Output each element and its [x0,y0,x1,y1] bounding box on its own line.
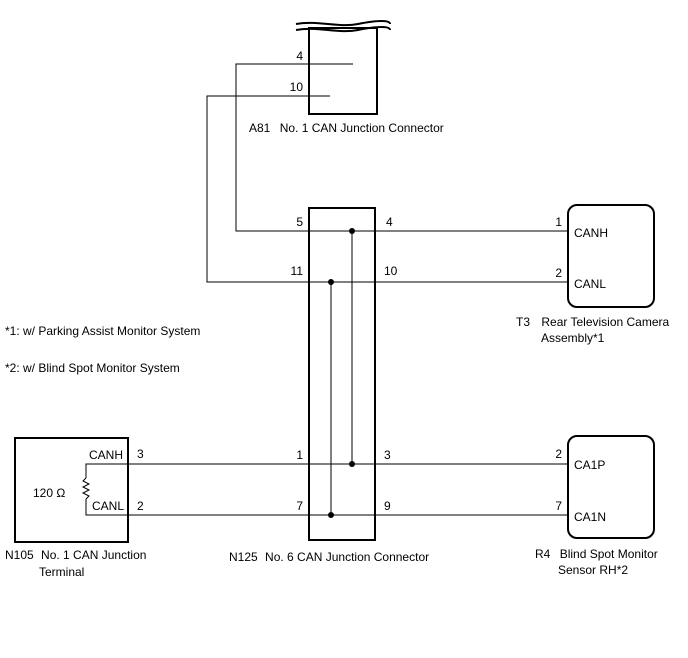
splice-dot [349,461,355,467]
a81-caption: A81 No. 1 CAN Junction Connector [249,121,444,135]
footnotes: *1: w/ Parking Assist Monitor System *2:… [5,324,200,375]
n105-signal: CANL [92,499,124,513]
a81-box [308,27,378,115]
n105-pin-label: 3 [137,447,144,461]
r4-name: Blind Spot Monitor [560,547,658,561]
resistor-icon [81,477,91,500]
t3-signal: CANL [574,277,606,291]
n105-component: CANH CANL 120 Ω 3 2 N105 No. 1 CAN Junct… [5,437,146,579]
wires [128,32,568,516]
n105-pin-label: 2 [137,499,144,513]
a81-name: No. 1 CAN Junction Connector [280,121,444,135]
r4-component: CA1P CA1N 2 7 R4 Blind Spot Monitor Sens… [535,435,658,577]
r4-signal: CA1P [574,458,605,472]
t3-signal: CANH [574,226,608,240]
r4-id: R4 [535,547,551,561]
n125-pin-label: 9 [384,499,391,513]
t3-caption: T3 Rear Television Camera [516,315,670,329]
n125-connector: 5 11 1 7 4 10 3 9 N125 No. 6 CAN Junctio… [229,207,429,564]
n105-box [14,437,129,543]
n105-name-line2: Terminal [39,565,84,579]
wire-a81-10-branch [206,95,309,283]
t3-pin-label: 1 [555,215,562,229]
r4-pin-label: 2 [555,447,562,461]
a81-pin-label: 4 [296,49,303,63]
n125-caption: N125 No. 6 CAN Junction Connector [229,550,429,564]
r4-caption: R4 Blind Spot Monitor [535,547,658,561]
a81-break-mark [295,20,391,27]
n125-pin-label: 5 [296,215,303,229]
r4-name-line2: Sensor RH*2 [558,563,628,577]
n105-caption: N105 No. 1 CAN Junction [5,548,146,562]
n105-name: No. 1 CAN Junction [41,548,146,562]
splice-dot [328,279,334,285]
n125-pin-label: 11 [291,264,304,278]
r4-signal: CA1N [574,510,606,524]
r4-box [567,435,655,539]
a81-pin-label: 10 [290,80,304,94]
wire-a81-4-branch [235,63,353,232]
n125-pin-label: 7 [296,499,303,513]
t3-pin-label: 2 [555,266,562,280]
n105-id: N105 [5,548,34,562]
n125-id: N125 [229,550,258,564]
a81-id: A81 [249,121,271,135]
a81-connector: 4 10 A81 No. 1 CAN Junction Connector [249,20,444,135]
n125-pin-label: 1 [296,448,303,462]
n125-box [308,207,376,541]
footnote: *1: w/ Parking Assist Monitor System [5,324,200,338]
splice-dot [328,512,334,518]
a81-break-mark [295,26,391,33]
t3-component: CANH CANL 1 2 T3 Rear Television Camera … [516,204,670,345]
t3-name-line2: Assembly*1 [541,331,605,345]
footnote: *2: w/ Blind Spot Monitor System [5,361,180,375]
n125-pin-label: 4 [386,215,393,229]
n105-resistor-lead [85,463,128,478]
t3-id: T3 [516,315,530,329]
n125-name: No. 6 CAN Junction Connector [265,550,429,564]
n105-resistor-lead [85,499,128,516]
n125-pin-label: 3 [384,448,391,462]
splice-dot [349,228,355,234]
n105-signal: CANH [89,448,123,462]
n105-resistor-value: 120 Ω [33,486,65,500]
r4-pin-label: 7 [555,499,562,513]
t3-name: Rear Television Camera [541,315,669,329]
t3-box [567,204,655,308]
n125-pin-label: 10 [384,264,398,278]
